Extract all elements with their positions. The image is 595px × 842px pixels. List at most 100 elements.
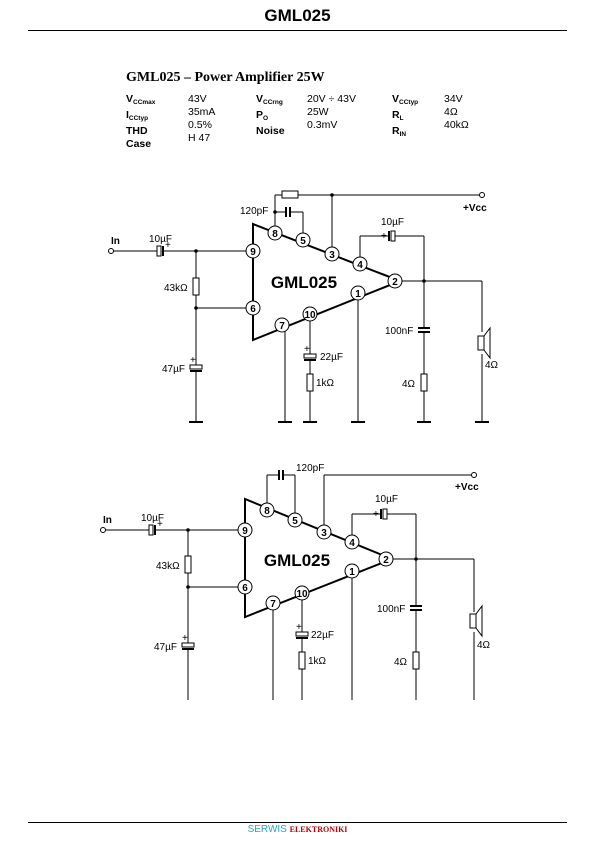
spec-value: H 47 [188,132,211,144]
plus-mark: + [373,509,379,520]
spec-value: 0.3mV [307,119,338,131]
header-rule [28,30,567,31]
bootstrap-capacitor [382,508,388,520]
pin-circles [237,502,394,611]
spec-label-sub: L [399,115,404,122]
bias-resistor [192,277,200,296]
pin-numbers: 9 8 5 3 4 2 1 10 7 6 [250,229,398,332]
pin-label: 1 [349,567,355,578]
spec-label-main: R [392,125,400,137]
pin-label: 5 [292,516,298,527]
pin-numbers: 9 8 5 3 4 2 1 10 7 6 [242,506,389,610]
input-capacitor [148,524,154,536]
spec-value: 40kΩ [444,119,469,131]
bias-cap-label: 47µF [154,642,177,653]
vcc-terminal [471,472,477,478]
pin-label: 10 [304,310,316,321]
spec-value: 35mA [188,106,216,118]
plus-mark: + [190,355,196,366]
chip-label: GML025 [264,551,330,570]
pin-label: 10 [296,589,308,600]
pin10-cap-label: 22µF [320,352,343,363]
bias-resistor-label: 43kΩ [164,283,188,294]
plus-mark: + [182,633,188,644]
speaker-icon [477,335,485,351]
feedback-cap-label: 120pF [240,206,268,217]
input-label: In [103,515,112,526]
bias-resistor-label: 43kΩ [156,561,180,572]
spec-label-main: V [256,93,264,105]
spec-label: THD [126,125,148,137]
pin-label: 5 [300,236,306,247]
spec-label: RL [392,109,418,125]
vcc-label: +Vcc [463,203,487,214]
plus-mark: + [296,622,302,633]
bootstrap-capacitor [390,230,396,242]
pin-label: 4 [349,538,355,549]
pin-label: 7 [270,599,276,610]
spec-label: Noise [256,125,285,137]
schematic-graphics: + + + + [108,190,491,423]
spec-label-sub: CCtyp [128,115,149,122]
pin-label: 2 [383,555,389,566]
zobel-resistor [420,373,428,392]
bias-capacitor [181,642,195,648]
spec-col2-values: 20V ÷ 43V 25W 0.3mV [307,93,356,132]
spec-col1-values: 43V 35mA 0.5% H 47 [188,93,215,145]
pin10-resistor-label: 1kΩ [316,378,335,389]
pin-label: 8 [264,506,270,517]
footer-rule [28,822,567,823]
vcc-label: +Vcc [455,482,479,493]
feedback-cap-label: 120pF [296,463,324,474]
pin-label: 8 [272,229,278,240]
spec-label: PO [256,109,285,125]
spec-label-main: V [126,93,134,105]
vcc-terminal [479,192,485,198]
pin-label: 3 [321,528,327,539]
spec-value: 34V [444,93,463,105]
plus-mark: + [157,519,163,530]
pin-label: 7 [279,321,285,332]
spec-label-main: I [126,109,129,121]
spec-label-main: R [392,109,400,121]
zobel-resistor-label: 4Ω [394,657,408,668]
spec-label-main: V [392,93,400,105]
feedback-resistor [281,190,299,199]
plus-mark: + [304,344,310,355]
pin10-resistor-label: 1kΩ [308,656,327,667]
footer-brand-2: ELEKTRONIKI [289,825,348,834]
pin10-cap-label: 22µF [311,630,334,641]
pin-label: 6 [250,304,256,315]
input-terminal [108,248,114,254]
speaker-icon [469,613,477,629]
speaker-label: 4Ω [477,640,491,651]
input-label: In [111,236,120,247]
spec-label: VCCmax [126,93,155,109]
pin10-resistor [298,651,306,670]
plus-mark: + [381,231,387,242]
spec-label-sub: CCtyp [399,99,419,106]
bootstrap-cap-label: 10µF [381,217,404,228]
schematic-1: + + + + 9 8 5 3 4 2 1 10 7 6 GML025 In +… [108,190,499,423]
footer: SERWIS ELEKTRONIKI [0,824,595,835]
pin-label: 9 [250,247,256,258]
spec-value: 20V ÷ 43V [307,93,356,105]
pin-label: 1 [355,289,361,300]
bias-capacitor [189,364,203,370]
plus-mark: + [165,240,171,251]
document-title: GML025 – Power Amplifier 25W [126,70,325,85]
spec-col3-labels: VCCtyp RL RIN [392,93,418,141]
bias-resistor [184,555,192,574]
spec-label: RIN [392,125,418,141]
zobel-cap-label: 100nF [377,604,405,615]
zobel-resistor-label: 4Ω [402,379,416,390]
spec-value: 25W [307,106,329,118]
bias-cap-label: 47µF [162,364,185,375]
pin-label: 4 [357,260,363,271]
spec-label-main: P [256,109,264,121]
spec-col2-labels: VCCrng PO Noise [256,93,285,138]
spec-label-sub: O [263,115,269,122]
input-cap-label: 10µF [141,513,164,524]
input-terminal [100,527,106,533]
spec-label: VCCrng [256,93,285,109]
